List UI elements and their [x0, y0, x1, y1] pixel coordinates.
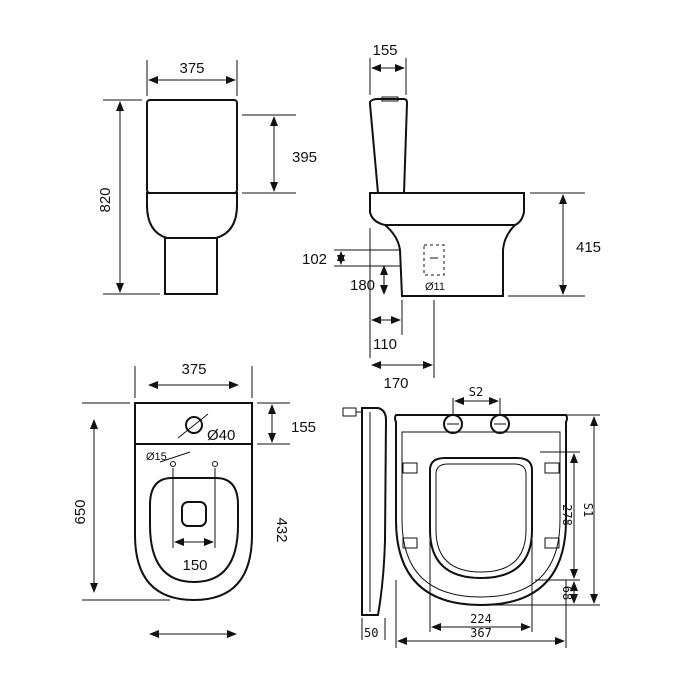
- side-view: Ø11 155 415 102 180 110 170: [302, 42, 601, 392]
- top-water-outlet: [181, 501, 207, 527]
- seat-profile: [361, 407, 388, 616]
- front-pedestal: [164, 238, 218, 295]
- dim-pan-width: 150: [182, 557, 207, 574]
- top-bowl-inner: [149, 477, 239, 584]
- dim-wall-distance: 110: [373, 336, 397, 353]
- dim-bowl-depth: 432: [273, 517, 290, 542]
- dim-front-width: 375: [179, 60, 204, 77]
- dim-front-height: 820: [97, 187, 114, 212]
- dim-side-cistern-depth: 155: [372, 42, 397, 59]
- dim-outlet-height: 102: [302, 251, 327, 268]
- seat-view: 50 S2 278 S1 68: [342, 385, 600, 648]
- dim-outlet-diameter: Ø11: [425, 281, 445, 293]
- seat-hinge-right: [490, 414, 510, 434]
- front-bowl: [146, 192, 238, 239]
- front-view: 375 820 395: [97, 60, 317, 295]
- side-pedestal: [384, 224, 516, 297]
- seat-opening: [429, 457, 533, 580]
- side-cistern: [369, 98, 409, 194]
- dim-seat-front: 68: [560, 586, 574, 600]
- dim-seat-length: S1: [581, 503, 595, 517]
- dim-seat-inner-length: 278: [560, 504, 574, 526]
- seat-ring: [401, 431, 561, 598]
- dim-hinge-spacing: S2: [469, 385, 483, 399]
- top-bowl-outer: [134, 444, 253, 602]
- top-view: Ø40 Ø15 150 375 155 650 432: [72, 361, 316, 638]
- side-outlet: [423, 244, 445, 276]
- dim-overall-depth: 650: [72, 499, 89, 524]
- dim-top-width: 375: [181, 361, 206, 378]
- front-cistern: [146, 99, 238, 194]
- dim-seat-width: 367: [470, 626, 492, 640]
- dim-seat-thickness: 50: [364, 626, 378, 640]
- dim-outlet-center: 170: [383, 375, 408, 392]
- dim-cistern-height: 395: [292, 149, 317, 166]
- dim-outlet-offset: 180: [350, 277, 375, 294]
- top-cistern: [134, 402, 253, 445]
- dim-seat-height: 415: [576, 239, 601, 256]
- dim-seat-inner-width: 224: [470, 612, 492, 626]
- dim-flush-hole: Ø40: [207, 427, 235, 444]
- seat-outer: [394, 414, 568, 607]
- dim-fixing-holes: Ø15: [146, 451, 167, 463]
- side-bowl: [369, 192, 525, 226]
- flush-button: [185, 416, 203, 434]
- seat-hinge-left: [443, 414, 463, 434]
- dim-top-cistern-depth: 155: [291, 419, 316, 436]
